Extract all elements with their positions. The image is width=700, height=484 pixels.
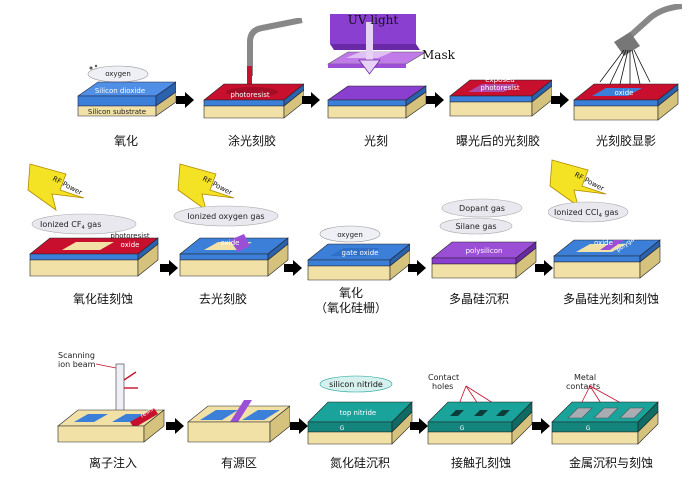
- oxygen-label: oxygen: [105, 70, 131, 78]
- ionized-cf4-label: Ionized CF4 gas: [40, 220, 101, 231]
- stage-photoresist-coating: photoresist: [202, 17, 305, 122]
- caption-active-area: 有源区: [220, 456, 257, 470]
- exposed-photoresist-label: photoresist: [480, 84, 519, 92]
- silicon-substrate-label: Silicon substrate: [88, 108, 146, 116]
- contact-etch-wafer: Contact holes G: [427, 373, 533, 445]
- mask-label: Mask: [422, 48, 456, 62]
- dopant-gas-label: Dopant gas: [459, 204, 505, 213]
- stage-nitride-deposition: silicon nitride top nitride G: [306, 372, 414, 448]
- ionized-oxygen-label: Ionized oxygen gas: [187, 212, 264, 221]
- oxide-etch-wafer: RF Power Ionized CF4 gas photoresist oxi…: [27, 163, 159, 277]
- scanning-label: Scanning: [58, 351, 95, 360]
- caption-oxidation: 氧化: [113, 134, 138, 148]
- oxide-label: oxide: [121, 241, 140, 249]
- caption-resist-strip: 去光刻胶: [198, 292, 247, 306]
- exposed-wafer: exposed photoresist: [449, 76, 553, 117]
- poly-deposition-wafer: Dopant gas Silane gas polysilicon: [431, 198, 537, 279]
- caption-gate-oxidation-line1: 氧化: [338, 286, 363, 300]
- caption-contact-etch: 接触孔刻蚀: [450, 456, 511, 470]
- resist-strip-wafer: RF Power Ionized oxygen gas oxide: [173, 163, 289, 277]
- caption-photoresist-coating: 涂光刻胶: [227, 134, 276, 148]
- active-area-wafer: [187, 400, 291, 443]
- silicon-nitride-label: silicon nitride: [329, 380, 383, 389]
- stage-oxidation: oxygen Silicon dioxide Silicon substrate: [76, 60, 177, 122]
- contacts-label: contacts: [566, 382, 600, 391]
- top-nitride-label: top nitride: [340, 409, 376, 417]
- stage-development: oxide: [570, 3, 683, 124]
- stage-oxide-etch: RF Power Ionized CF4 gas photoresist oxi…: [22, 160, 162, 282]
- caption-poly-etch: 多晶硅光刻和刻蚀: [562, 292, 659, 306]
- stage-metal-deposition: Metal contacts G: [550, 372, 660, 448]
- caption-nitride-deposition: 氮化硅沉积: [329, 456, 390, 470]
- contact-label: Contact: [428, 373, 459, 382]
- caption-development: 光刻胶显影: [595, 134, 656, 148]
- caption-gate-oxidation: 氧化 （氧化硅栅）: [286, 286, 416, 316]
- metal-label: Metal: [574, 373, 596, 382]
- stage-ion-implantation: Scanning ion beam resist: [54, 350, 166, 446]
- nitride-deposition-wafer: silicon nitride top nitride G: [307, 375, 413, 445]
- stage-gate-oxidation: oxygen gate oxide: [306, 220, 411, 284]
- development-wafer: oxide: [573, 3, 683, 121]
- coating-wafer: photoresist: [203, 17, 305, 119]
- caption-gate-oxidation-line2: （氧化硅栅）: [314, 301, 387, 315]
- caption-exposed-photoresist: 曝光后的光刻胶: [455, 134, 540, 148]
- oxide-label: oxide: [221, 239, 240, 247]
- metal-deposition-wafer: Metal contacts G: [551, 373, 659, 445]
- ion-implant-wafer: Scanning ion beam resist: [57, 351, 165, 443]
- gate-oxide-label: gate oxide: [342, 249, 379, 257]
- stage-exposed-photoresist: exposed photoresist: [448, 66, 553, 124]
- ionized-ccl4-label: Ionized CCl4 gas: [554, 208, 619, 219]
- ion-beam-label: ion beam: [58, 360, 96, 369]
- holes-label: holes: [432, 382, 453, 391]
- oxide-label: oxide: [594, 239, 613, 247]
- caption-metal-deposition: 金属沉积与刻蚀: [568, 456, 653, 470]
- polysilicon-label: polysilicon: [466, 247, 503, 255]
- stage-polysilicon-deposition: Dopant gas Silane gas polysilicon: [430, 196, 538, 284]
- lithography-wafer: UV light Mask: [326, 13, 456, 119]
- exposed-label: exposed: [485, 76, 514, 84]
- oxide-label: oxide: [615, 89, 634, 97]
- gate-g-label: G: [340, 425, 345, 432]
- gate-g-label: G: [586, 425, 591, 432]
- caption-oxide-etch: 氧化硅刻蚀: [72, 292, 133, 306]
- stage-photolithography: UV light Mask: [326, 12, 466, 122]
- oxidation-wafer: oxygen Silicon dioxide Silicon substrate: [77, 64, 177, 117]
- silane-gas-label: Silane gas: [455, 222, 496, 231]
- poly-etch-wafer: RF Power Ionized CCl4 gas oxide polygate: [547, 159, 661, 279]
- oxygen-label: oxygen: [337, 231, 363, 239]
- stage-contact-etch: Contact holes G: [426, 372, 534, 448]
- stage-active-area: [186, 392, 291, 448]
- gate-g-label: G: [460, 425, 465, 432]
- gate-oxidation-wafer: oxygen gate oxide: [307, 225, 411, 281]
- silicon-dioxide-label: Silicon dioxide: [95, 87, 145, 95]
- uv-light-label: UV light: [348, 13, 399, 27]
- caption-polysilicon-deposition: 多晶硅沉积: [448, 292, 509, 306]
- photoresist-label: photoresist: [230, 91, 269, 99]
- stage-resist-strip: RF Power Ionized oxygen gas oxide: [170, 160, 290, 282]
- caption-photolithography: 光刻: [363, 134, 388, 148]
- photoresist-label: photoresist: [110, 232, 149, 240]
- stage-poly-etch: RF Power Ionized CCl4 gas oxide polygate: [547, 156, 688, 284]
- caption-ion-implantation: 离子注入: [88, 456, 137, 470]
